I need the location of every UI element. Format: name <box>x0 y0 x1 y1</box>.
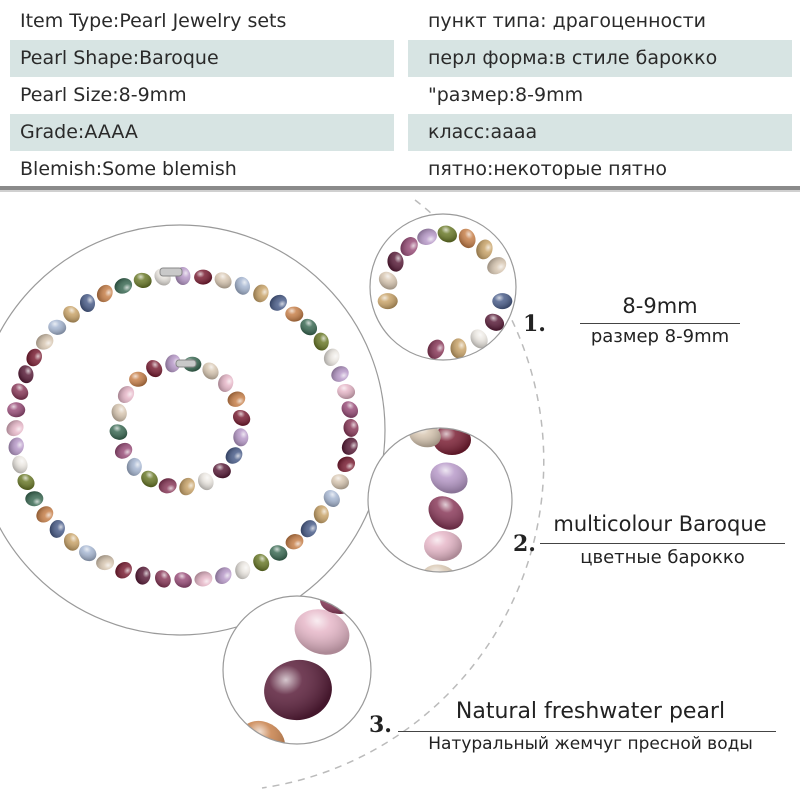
detail-photo-2 <box>368 428 512 572</box>
spec-en: Pearl Size:8-9mm <box>20 84 187 106</box>
spec-row-item-type: Item Type:Pearl Jewelry sets пункт типа:… <box>0 3 800 40</box>
spec-en: Blemish:Some blemish <box>20 158 237 180</box>
spec-en: Item Type:Pearl Jewelry sets <box>20 10 287 32</box>
spec-ru: пятно:некоторые пятно <box>428 158 668 180</box>
spec-en: Grade:AAAA <box>10 114 394 151</box>
spec-row-grade: Grade:AAAA класс:аааа <box>0 114 800 151</box>
feature-2-number: 2. <box>513 531 536 557</box>
feature-2-rule <box>540 543 785 544</box>
feature-2-title: multicolour Baroque <box>553 512 767 536</box>
detail-photo-1-frame <box>369 213 517 361</box>
table-divider <box>0 186 800 190</box>
spec-ru: перл форма:в стиле барокко <box>408 40 792 77</box>
clasp-icon <box>159 267 197 368</box>
spec-row-blemish: Blemish:Some blemish пятно:некоторые пят… <box>0 151 800 188</box>
feature-3-rule <box>398 731 776 732</box>
feature-1-title: 8-9mm <box>622 294 698 318</box>
feature-3-number: 3. <box>369 712 392 738</box>
main-photo-frame <box>0 224 386 636</box>
spec-table: Item Type:Pearl Jewelry sets пункт типа:… <box>0 0 800 186</box>
main-photo <box>0 225 385 635</box>
feature-1-subtitle: размер 8-9mm <box>590 326 730 347</box>
bracelet-pearls <box>109 354 251 496</box>
spec-ru: класс:аааа <box>408 114 792 151</box>
spec-row-pearl-shape: Pearl Shape:Baroque перл форма:в стиле б… <box>0 40 800 77</box>
spec-ru: "размер:8-9mm <box>428 84 584 106</box>
feature-2-subtitle: цветные барокко <box>580 547 745 568</box>
feature-3-title: Natural freshwater pearl <box>455 699 726 724</box>
spec-row-pearl-size: Pearl Size:8-9mm "размер:8-9mm <box>0 77 800 114</box>
detail-photo-3-frame <box>222 595 372 745</box>
feature-3-subtitle: Натуральный жемчуг пресной воды <box>428 734 753 754</box>
detail-photo-1 <box>370 214 516 360</box>
table-divider-shadow <box>0 190 800 192</box>
spec-en: Pearl Shape:Baroque <box>10 40 394 77</box>
detail-photo-2-frame <box>367 427 513 573</box>
feature-1-rule <box>580 323 740 324</box>
feature-1-number: 1. <box>523 311 546 337</box>
spec-ru: пункт типа: драгоценности <box>428 10 706 32</box>
